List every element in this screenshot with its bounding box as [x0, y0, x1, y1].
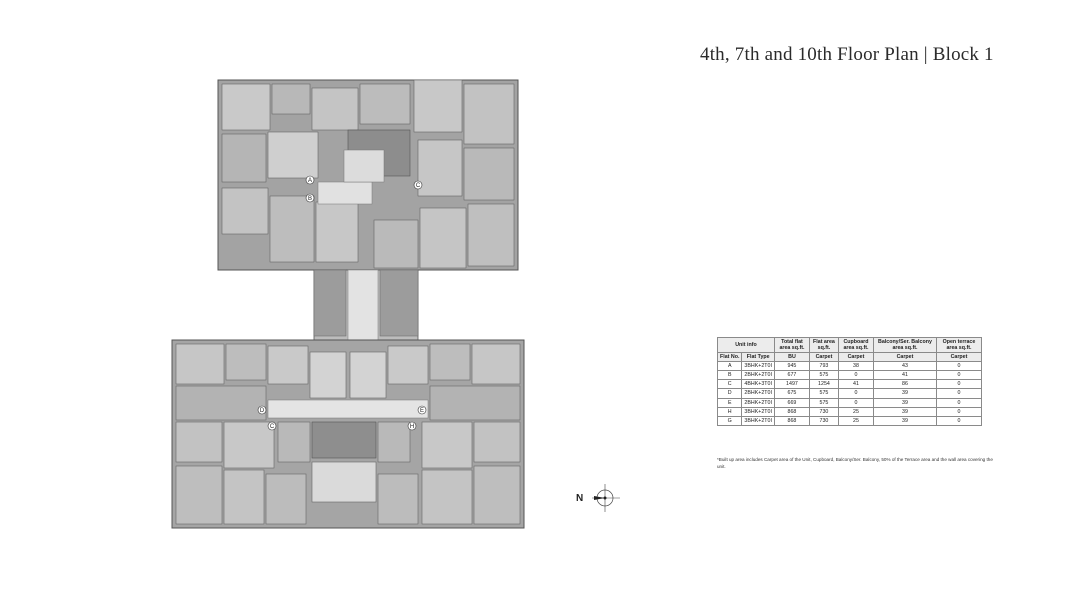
central-corridor — [313, 269, 419, 341]
cell: 868 — [773, 415, 810, 426]
header-flat-type: Flat Type — [741, 352, 775, 363]
cell: 86 — [872, 379, 937, 390]
cell: 2BHK+2T0I — [741, 388, 775, 399]
cell: E — [716, 397, 743, 408]
cell: 677 — [773, 370, 810, 381]
unit-marker: H — [410, 424, 414, 430]
cell: 945 — [773, 361, 810, 372]
cell: 1497 — [773, 379, 810, 390]
cell: 575 — [808, 370, 839, 381]
cell: 25 — [837, 406, 874, 417]
unit-marker: C — [416, 183, 421, 189]
cell: 730 — [808, 406, 839, 417]
unit-marker: E — [420, 408, 424, 414]
cell: 0 — [935, 379, 982, 390]
floor-plan: A B C D E C H — [171, 79, 525, 529]
unit-area-table: Unit info Total flat area sq.ft. Flat ar… — [716, 336, 982, 426]
cell: 868 — [773, 406, 810, 417]
unit-marker: B — [308, 196, 312, 202]
cell: 1254 — [808, 379, 839, 390]
table-row: C 4BHK+3T0I 1497 1254 41 86 0 — [716, 379, 982, 390]
upper-block — [217, 79, 519, 271]
cell: 39 — [872, 397, 937, 408]
cell: 0 — [837, 370, 874, 381]
cell: 0 — [935, 361, 982, 372]
north-label: N — [576, 493, 584, 504]
cell: 39 — [872, 415, 937, 426]
cell: 575 — [808, 397, 839, 408]
table-row: H 3BHK+2T0I 868 730 25 39 0 — [716, 406, 982, 417]
header-flat-area: Flat area sq.ft. — [808, 336, 839, 354]
header-total-area: Total flat area sq.ft. — [773, 336, 810, 354]
cell: 38 — [837, 361, 874, 372]
cell: H — [716, 406, 743, 417]
cell: 675 — [773, 388, 810, 399]
header-bu: BU — [773, 352, 810, 363]
cell: 793 — [808, 361, 839, 372]
cell: B — [716, 370, 743, 381]
unit-marker: C — [270, 424, 275, 430]
cell: 3BHK+2T0I — [741, 406, 775, 417]
cell: 3BHK+2T0I — [741, 361, 775, 372]
cell: 0 — [935, 397, 982, 408]
cell: D — [716, 388, 743, 399]
cell: 0 — [935, 370, 982, 381]
cell: 25 — [837, 415, 874, 426]
unit-markers: A B C D E C H — [257, 175, 427, 431]
cell: 41 — [837, 379, 874, 390]
header-cupboard-area: Cupboard area sq.ft. — [837, 336, 874, 354]
cell: 0 — [935, 388, 982, 399]
north-compass: N — [576, 480, 624, 516]
cell: 3BHK+2T0I — [741, 415, 775, 426]
table-row: D 2BHK+2T0I 675 575 0 39 0 — [716, 388, 982, 399]
cell: 41 — [872, 370, 937, 381]
cell: 730 — [808, 415, 839, 426]
lower-block — [171, 339, 525, 529]
cell: 2BHK+2T0I — [741, 397, 775, 408]
header-flat-no: Flat No. — [716, 352, 743, 363]
page-title: 4th, 7th and 10th Floor Plan | Block 1 — [700, 44, 994, 65]
cell: 39 — [872, 388, 937, 399]
header-carpet: Carpet — [935, 352, 982, 363]
cell: 575 — [808, 388, 839, 399]
cell: 4BHK+3T0I — [741, 379, 775, 390]
compass-icon — [592, 484, 620, 512]
table-row: B 2BHK+2T0I 677 575 0 41 0 — [716, 370, 982, 381]
header-carpet: Carpet — [808, 352, 839, 363]
header-carpet: Carpet — [872, 352, 937, 363]
area-footnote: *Built up area includes Carpet area of t… — [717, 457, 993, 469]
table-row: A 3BHK+2T0I 945 793 38 43 0 — [716, 361, 982, 372]
table-row: G 3BHK+2T0I 868 730 25 39 0 — [716, 415, 982, 426]
cell: 2BHK+2T0I — [741, 370, 775, 381]
header-open-terrace: Open terrace area sq.ft. — [935, 336, 982, 354]
cell: 0 — [935, 406, 982, 417]
cell: 0 — [935, 415, 982, 426]
header-carpet: Carpet — [837, 352, 874, 363]
cell: C — [716, 379, 743, 390]
cell: 39 — [872, 406, 937, 417]
cell: 0 — [837, 397, 874, 408]
cell: G — [716, 415, 743, 426]
cell: 669 — [773, 397, 810, 408]
table-row: E 2BHK+2T0I 669 575 0 39 0 — [716, 397, 982, 408]
header-balcony-area: Balcony/Ser. Balcony area sq.ft. — [872, 336, 937, 354]
cell: 43 — [872, 361, 937, 372]
header-unit-info: Unit info — [717, 336, 775, 354]
unit-marker: D — [260, 408, 265, 414]
unit-marker: A — [308, 178, 312, 184]
cell: A — [716, 361, 743, 372]
cell: 0 — [837, 388, 874, 399]
